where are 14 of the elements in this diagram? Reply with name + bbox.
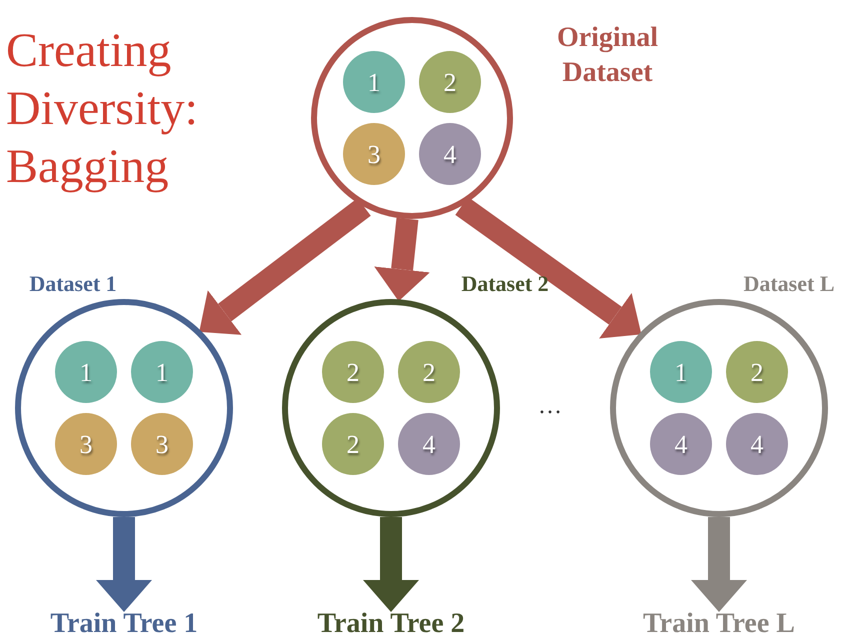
dataset-heading: Dataset L [742,270,836,298]
title: Creating Diversity: Bagging [6,23,199,195]
arrow [96,517,152,612]
dataset-heading: Dataset 2 [460,270,550,298]
dataset-heading: Dataset 1 [28,270,118,298]
step-label: Train Tree L [643,610,795,638]
step-label: Train Tree 1 [50,610,198,638]
dataset-heading: Original Dataset [556,21,660,90]
arrow [374,218,430,302]
ellipsis-text: … [538,392,562,421]
step-label: Train Tree 2 [317,610,465,638]
arrow [199,198,371,335]
arrow [691,517,747,612]
arrow [363,517,419,612]
